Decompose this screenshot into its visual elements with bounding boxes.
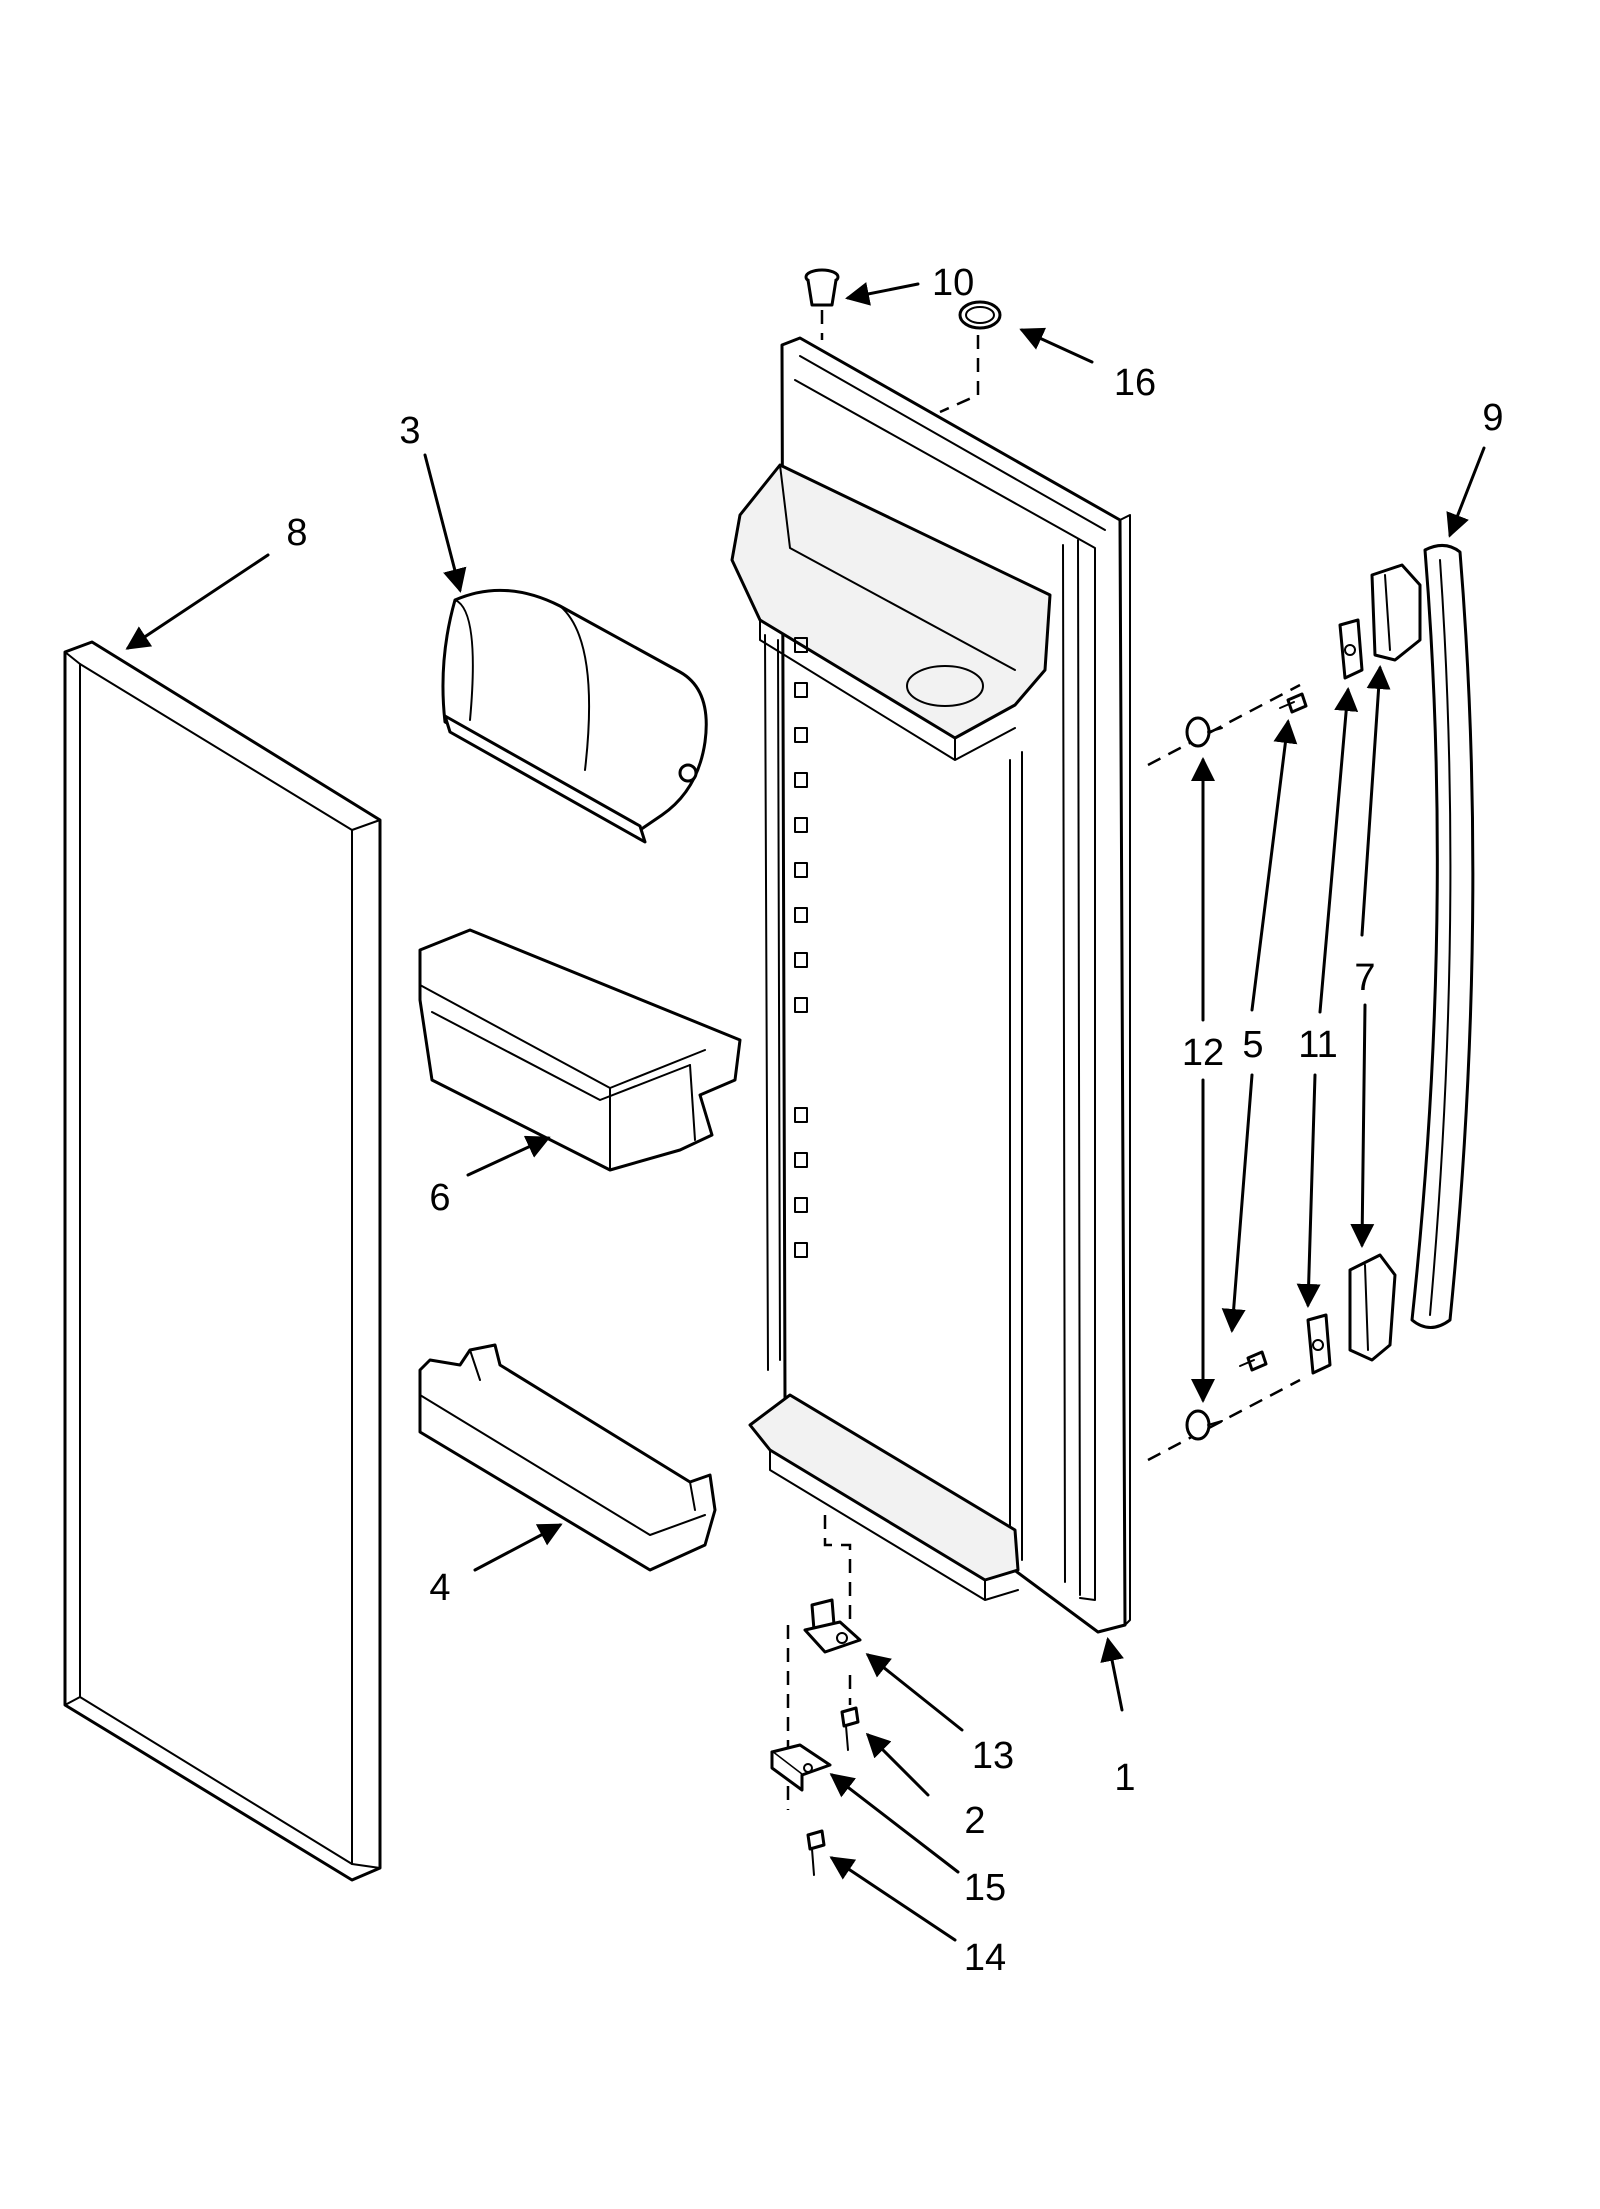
handle-end-cap-upper-part <box>1370 563 1422 662</box>
callout-3: 3 <box>399 410 420 452</box>
callout-15: 15 <box>964 1867 1006 1909</box>
callout-13: 13 <box>972 1735 1014 1777</box>
door-shelf-rail-part <box>418 1343 717 1572</box>
hinge-screw-part <box>840 1706 860 1751</box>
leader-lines <box>125 282 1486 1942</box>
handle-stud-lower-part <box>1185 1409 1223 1441</box>
alignment-line <box>1147 1378 1301 1462</box>
handle-bracket-lower-part <box>1306 1313 1332 1375</box>
callout-11: 11 <box>1298 1024 1337 1066</box>
handle-end-cap-lower-part <box>1348 1253 1397 1362</box>
dairy-door-part <box>441 588 708 844</box>
callout-10: 10 <box>932 262 974 304</box>
callout-8: 8 <box>286 512 307 554</box>
alignment-line <box>823 1515 852 1620</box>
seal-ring-part <box>958 300 1002 330</box>
callout-12: 12 <box>1182 1032 1224 1074</box>
door-liner-assembly-part <box>730 336 1131 1634</box>
callout-16: 16 <box>1114 362 1156 404</box>
callout-labels: 1 2 3 4 5 6 7 8 9 10 11 12 13 14 15 16 <box>286 262 1503 1979</box>
callout-4: 4 <box>429 1567 450 1609</box>
hinge-pin-bracket-part <box>803 1598 862 1654</box>
handle-screw-upper-part <box>1279 692 1308 714</box>
callout-9: 9 <box>1482 397 1503 439</box>
door-gasket-part <box>63 640 382 1882</box>
door-bin-part <box>418 928 742 1172</box>
hinge-shim-part <box>770 1743 832 1792</box>
alignment-line <box>939 335 980 414</box>
callout-6: 6 <box>429 1177 450 1219</box>
hinge-bottom-screw-part <box>806 1829 826 1876</box>
callout-7: 7 <box>1354 957 1375 999</box>
callout-1: 1 <box>1114 1757 1135 1799</box>
handle-bracket-upper-part <box>1338 618 1364 680</box>
handle-screw-lower-part <box>1239 1350 1268 1372</box>
callout-14: 14 <box>964 1937 1006 1979</box>
callout-2: 2 <box>964 1800 985 1842</box>
callout-5: 5 <box>1242 1024 1263 1066</box>
door-handle-part <box>1410 544 1475 1329</box>
handle-stud-upper-part <box>1185 716 1223 748</box>
shelf-stud-column <box>794 637 808 1258</box>
hinge-plug-part <box>804 268 840 307</box>
alignment-line <box>1147 683 1301 767</box>
